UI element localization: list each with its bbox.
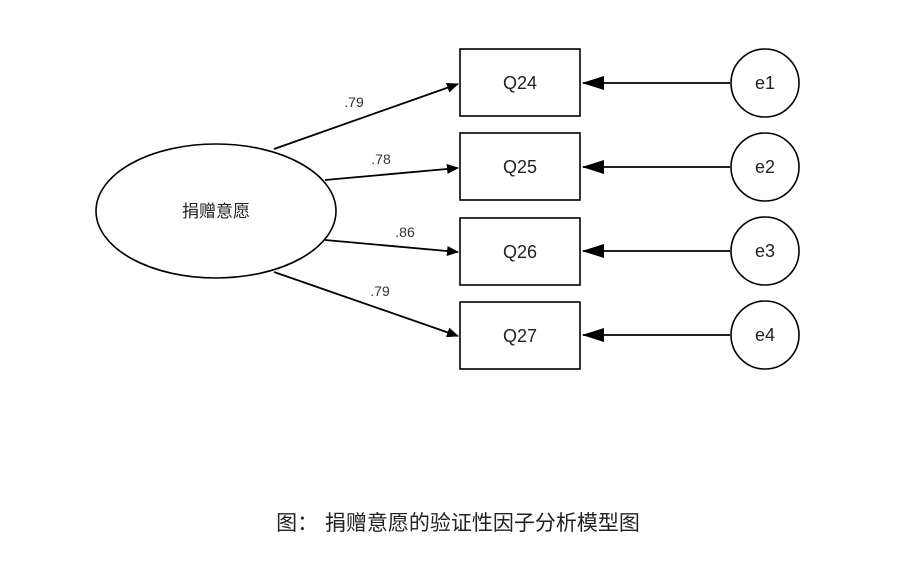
error-label-e3: e3 (755, 241, 775, 261)
loading-path-q24 (273, 82, 459, 150)
loading-value-q26: .86 (395, 224, 415, 240)
indicator-label-q25: Q25 (503, 157, 537, 177)
indicator-label-q24: Q24 (503, 73, 537, 93)
error-label-e2: e2 (755, 157, 775, 177)
error-label-e1: e1 (755, 73, 775, 93)
error-circle-e1 (730, 48, 800, 118)
loading-value-q27: .79 (370, 283, 390, 299)
error-circle-e4 (730, 300, 800, 370)
latent-factor-label: 捐赠意愿 (182, 202, 250, 222)
figure-caption: 图： 捐赠意愿的验证性因子分析模型图 (276, 511, 640, 535)
indicator-label-q26: Q26 (503, 242, 537, 262)
indicator-box-q26 (459, 217, 581, 286)
indicator-box-q24 (459, 48, 581, 117)
error-circle-e3 (730, 216, 800, 286)
indicator-box-q27 (459, 301, 581, 370)
loading-path-q25 (324, 164, 459, 181)
loading-path-q27 (273, 271, 459, 338)
loading-value-q25: .78 (371, 151, 391, 167)
loading-value-q24: .79 (344, 94, 364, 110)
error-label-e4: e4 (755, 325, 775, 345)
indicator-label-q27: Q27 (503, 326, 537, 346)
loading-path-q26 (324, 239, 459, 256)
latent-factor-ellipse (95, 143, 337, 279)
error-circle-e2 (730, 132, 800, 202)
indicator-box-q25 (459, 132, 581, 201)
